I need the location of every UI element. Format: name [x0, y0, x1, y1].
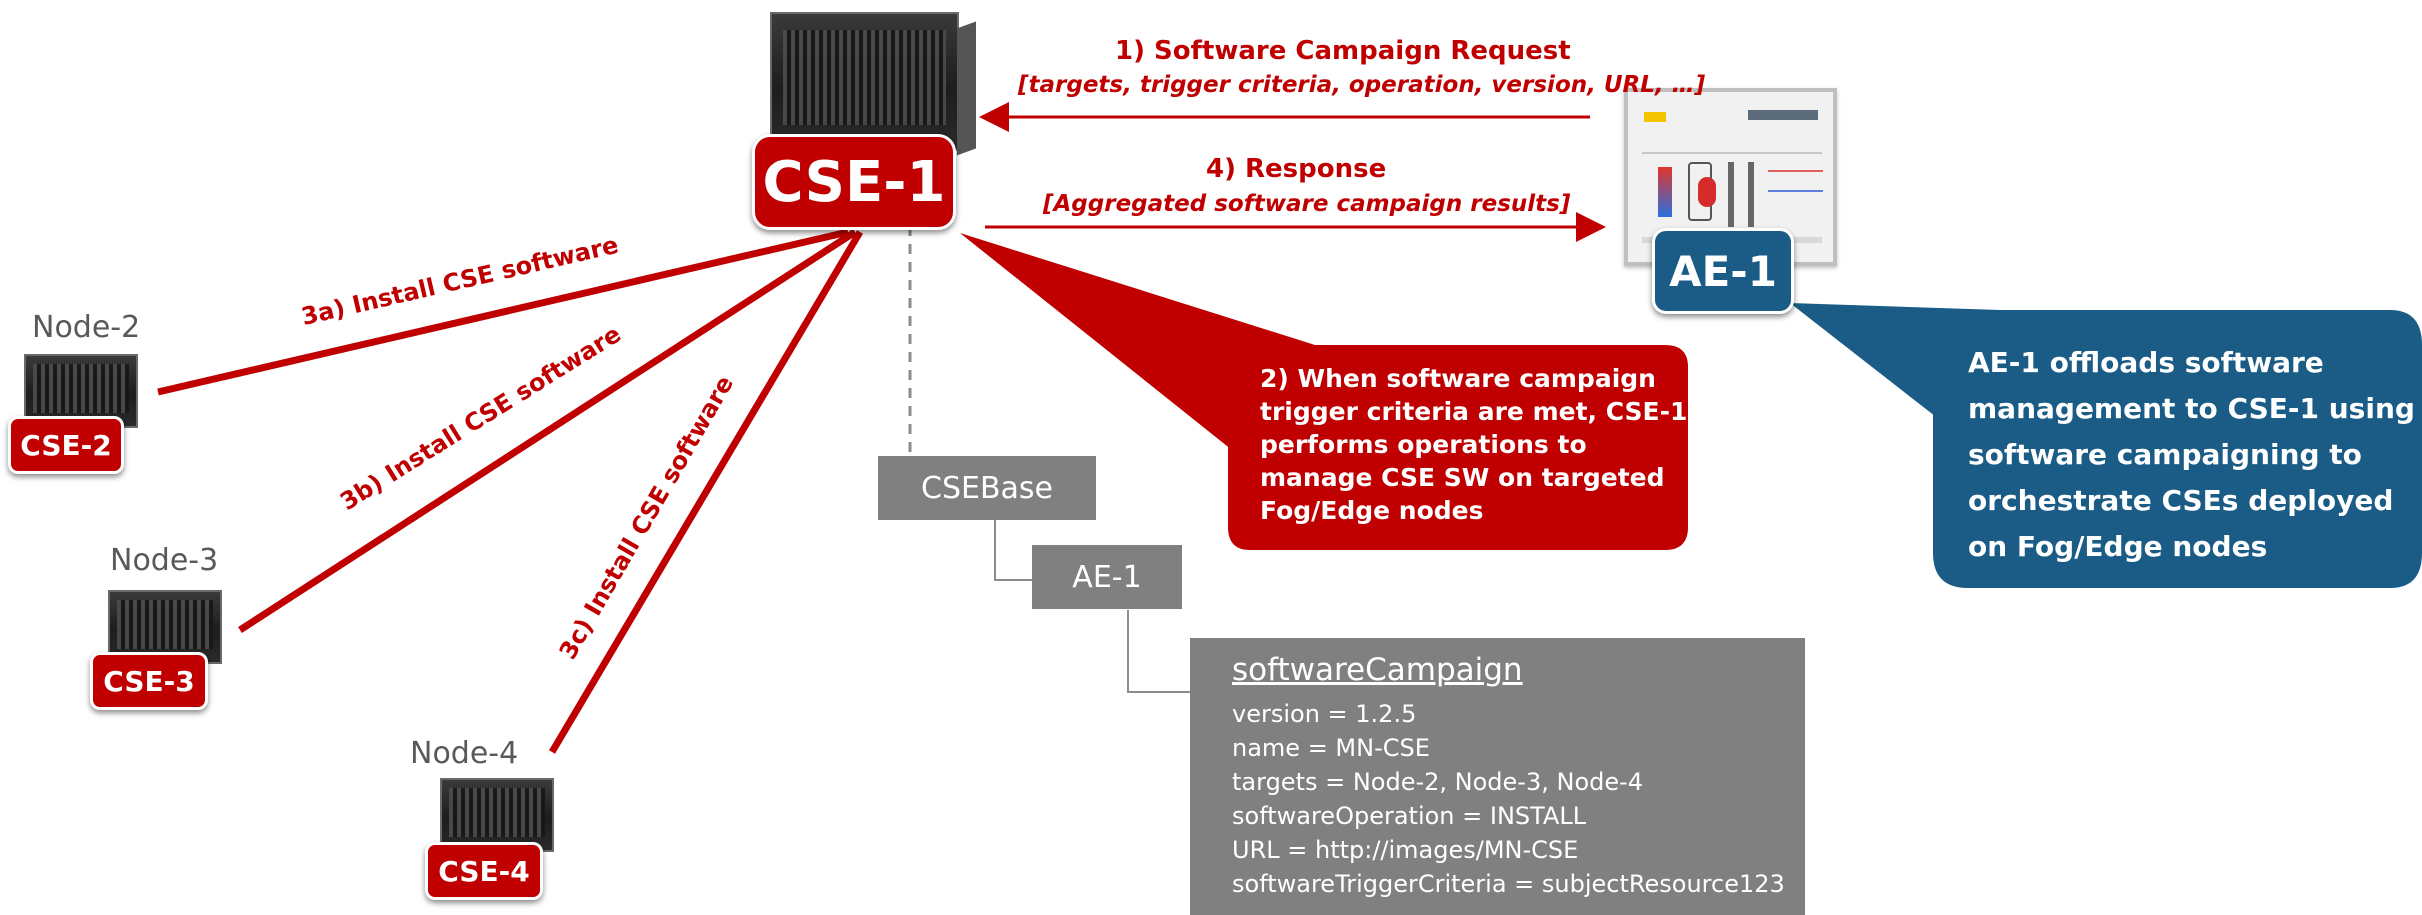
- ae1-badge: AE-1: [1652, 228, 1794, 314]
- ae1-callout-line: AE-1 offloads software: [1968, 346, 2324, 379]
- cse1-server-image: [770, 12, 976, 156]
- cse1-callout-bubble: [960, 233, 1688, 550]
- ae1-callout-line: on Fog/Edge nodes: [1968, 530, 2268, 563]
- node4-server-image: [440, 778, 554, 852]
- software-campaign-resource: softwareCampaign version = 1.2.5 name = …: [1190, 638, 1805, 915]
- resource-attribute: targets = Node-2, Node-3, Node-4: [1232, 768, 1644, 796]
- node2-label: Node-2: [32, 310, 141, 345]
- response-params: [Aggregated software campaign results]: [1043, 191, 1571, 217]
- ae1-callout-text: AE-1 offloads software management to CSE…: [1968, 340, 2415, 570]
- node4-label: Node-4: [410, 736, 519, 771]
- install-line-cse2: [157, 228, 849, 396]
- response-title: 4) Response: [1206, 154, 1387, 184]
- cse1-callout-line: performs operations to: [1260, 430, 1587, 459]
- node2-cse-badge: CSE-2: [8, 416, 124, 474]
- install-line-cse4: [548, 230, 864, 754]
- cse1-callout-line: Fog/Edge nodes: [1260, 496, 1484, 525]
- resource-attribute: version = 1.2.5: [1232, 700, 1417, 728]
- tree-csebase-node: CSEBase: [878, 456, 1096, 520]
- ae1-callout-line: management to CSE-1 using: [1968, 392, 2415, 425]
- ae1-callout-line: orchestrate CSEs deployed: [1968, 484, 2394, 517]
- request-title: 1) Software Campaign Request: [1115, 36, 1571, 66]
- cse1-badge: CSE-1: [752, 134, 956, 230]
- resource-attribute: softwareOperation = INSTALL: [1232, 802, 1587, 830]
- cse1-callout-text: 2) When software campaign trigger criter…: [1260, 362, 1687, 527]
- cse1-callout-line: 2) When software campaign: [1260, 364, 1656, 393]
- cse1-callout-line: manage CSE SW on targeted: [1260, 463, 1665, 492]
- tree-connector-resource: [1127, 610, 1190, 693]
- ae1-callout-line: software campaigning to: [1968, 438, 2362, 471]
- node2-server-image: [24, 354, 138, 428]
- node4-cse-badge: CSE-4: [425, 842, 543, 900]
- tree-connector-ae: [994, 520, 1032, 581]
- resource-attribute: softwareTriggerCriteria = subjectResourc…: [1232, 870, 1785, 898]
- install-line-cse3: [238, 229, 857, 633]
- request-params: [targets, trigger criteria, operation, v…: [1018, 72, 1706, 98]
- node3-server-image: [108, 590, 222, 664]
- software-campaign-title: softwareCampaign: [1232, 652, 1523, 688]
- tree-ae1-node: AE-1: [1032, 545, 1182, 609]
- node3-cse-badge: CSE-3: [90, 652, 208, 710]
- ae1-callout-bubble: [1790, 303, 2422, 588]
- node3-label: Node-3: [110, 543, 219, 578]
- cse1-callout-line: trigger criteria are met, CSE-1: [1260, 397, 1688, 426]
- resource-attribute: URL = http://images/MN-CSE: [1232, 836, 1579, 864]
- resource-attribute: name = MN-CSE: [1232, 734, 1430, 762]
